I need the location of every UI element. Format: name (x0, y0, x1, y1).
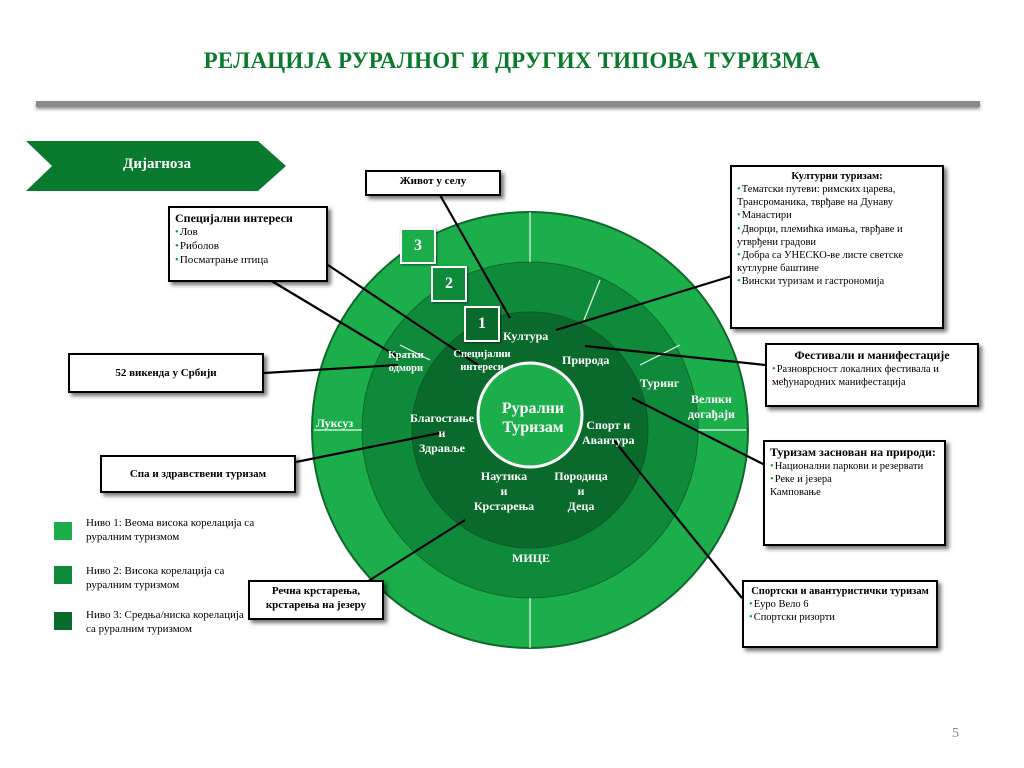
list-item: Манастири (737, 209, 937, 222)
level-2-badge: 2 (431, 266, 467, 302)
box-sportski-heading: Спортски и авантуристички туризам (751, 586, 929, 597)
segment-blagostanje-line1: Благостање (410, 411, 474, 425)
segment-kultura: Култура (503, 329, 549, 343)
box-specijalni-list: Лов Риболов Посматрање птица (175, 226, 321, 267)
box-recna-krstarenja: Речна крстарења, крстарења на језеру (248, 580, 384, 620)
box-festivali-heading: Фестивали и манифестације (794, 348, 950, 362)
box-specijalni-heading: Специјални интереси (175, 211, 293, 225)
list-item: Добра са УНЕСКО-ве листе светске кутлурн… (737, 249, 937, 275)
page-number: 5 (952, 726, 959, 741)
box-priroda-list: Национални паркови и резервати Реке и је… (770, 460, 939, 486)
level-1-badge: 1 (464, 306, 500, 342)
box-recna-line2: крстарења на језеру (265, 598, 367, 611)
segment-specijalni: Специјални интереси (446, 348, 518, 374)
box-kulturni-turizam: Културни туризам: Тематски путеви: римск… (730, 165, 944, 329)
box-spa: Спа и здравствени туризам (100, 455, 296, 493)
list-item: Тематски путеви: римских царева, Трансро… (737, 183, 937, 209)
segment-nautika-line2: и (500, 484, 508, 498)
segment-specijalni-line2: интереси (460, 362, 504, 374)
legend-label-level-1: Ниво 1: Веома висока корелација са рурал… (86, 517, 255, 544)
diagnosis-banner-label: Дијагноза (123, 156, 191, 172)
segment-veliki-line2: догађаји (688, 407, 735, 421)
diagnosis-banner (26, 141, 286, 191)
list-item: Еуро Вело 6 (749, 598, 931, 611)
box-priroda-turizam: Туризам заснован на природи: Национални … (763, 440, 946, 546)
list-item: Национални паркови и резервати (770, 460, 939, 473)
box-priroda-heading: Туризам заснован на природи: (770, 445, 936, 459)
legend-label-level-3: Ниво 3: Средња/ниска корелација са рурал… (86, 609, 244, 636)
center-circle (476, 361, 584, 469)
legend-label-level-2: Ниво 2: Висока корелација са руралним ту… (86, 565, 225, 592)
level-3-badge: 3 (400, 228, 436, 264)
title-divider (36, 101, 980, 107)
segment-turing: Туринг (640, 376, 680, 390)
segment-blagostanje-line2: и (438, 426, 446, 440)
segment-luksuz: Луксуз (316, 416, 354, 430)
legend-swatch-level-1 (54, 522, 72, 540)
segment-blagostanje: Благостање и Здравље (404, 411, 480, 456)
box-specijalni-interesi: Специјални интереси Лов Риболов Посматра… (168, 206, 328, 282)
segment-nautika-line1: Наутика (480, 469, 528, 483)
list-item: Дворци, племићка имања, тврђаве и утврђе… (737, 223, 937, 249)
segment-kratki-line1: Кратки (388, 350, 424, 361)
list-item: Разноврсност локалних фестивала и међуна… (772, 363, 972, 389)
segment-nautika: Наутика и Крстарења (466, 469, 542, 514)
center-label: Рурални Туризам (483, 399, 583, 437)
segment-priroda: Природа (562, 353, 610, 367)
box-52-vikenda: 52 викенда у Србији (68, 353, 264, 393)
box-priroda-extra: Камповање (770, 487, 821, 499)
segment-porodica: Породица и Деца (546, 469, 616, 514)
box-kulturni-heading: Културни туризам: (791, 171, 883, 182)
list-item: Риболов (175, 240, 321, 254)
segment-nautika-line3: Крстарења (473, 499, 535, 513)
center-label-line1: Рурални (501, 400, 565, 417)
segment-sport-line2: Авантура (582, 433, 635, 447)
segment-porodica-line2: и (577, 484, 585, 498)
segment-kratki-line2: одмори (388, 363, 424, 375)
box-festivali-list: Разноврсност локалних фестивала и међуна… (772, 363, 972, 389)
segment-kratki: Кратки одмори (388, 349, 424, 375)
segment-blagostanje-line3: Здравље (419, 441, 465, 455)
page-title: РЕЛАЦИЈА РУРАЛНОГ И ДРУГИХ ТИПОВА ТУРИЗМ… (203, 48, 821, 73)
legend-swatch-level-3 (54, 612, 72, 630)
box-recna-line1: Речна крстарења, (271, 585, 361, 597)
box-kulturni-list: Тематски путеви: римских царева, Трансро… (737, 183, 937, 288)
segment-mice: МИЦЕ (512, 551, 550, 565)
center-label-line2: Туризам (502, 419, 564, 437)
box-sportski-turizam: Спортски и авантуристички туризам Еуро В… (742, 580, 938, 648)
box-zivot-u-selu: Живот у селу (365, 170, 501, 196)
list-item: Реке и језера (770, 473, 939, 486)
segment-porodica-line1: Породица (554, 469, 608, 483)
list-item: Вински туризам и гастрономија (737, 275, 937, 288)
segment-veliki-line1: Велики (691, 392, 732, 406)
segment-sport-line1: Спорт и (586, 418, 631, 432)
list-item: Посматрање птица (175, 254, 321, 268)
box-festivali: Фестивали и манифестације Разноврсност л… (765, 343, 979, 407)
list-item: Лов (175, 226, 321, 240)
segment-specijalni-line1: Специјални (453, 349, 511, 360)
segment-veliki: Велики догађаји (688, 392, 735, 422)
legend-swatch-level-2 (54, 566, 72, 584)
list-item: Спортски ризорти (749, 611, 931, 624)
box-sportski-list: Еуро Вело 6 Спортски ризорти (749, 598, 931, 624)
segment-porodica-line3: Деца (567, 499, 595, 513)
segment-sport: Спорт и Авантура (582, 418, 634, 448)
